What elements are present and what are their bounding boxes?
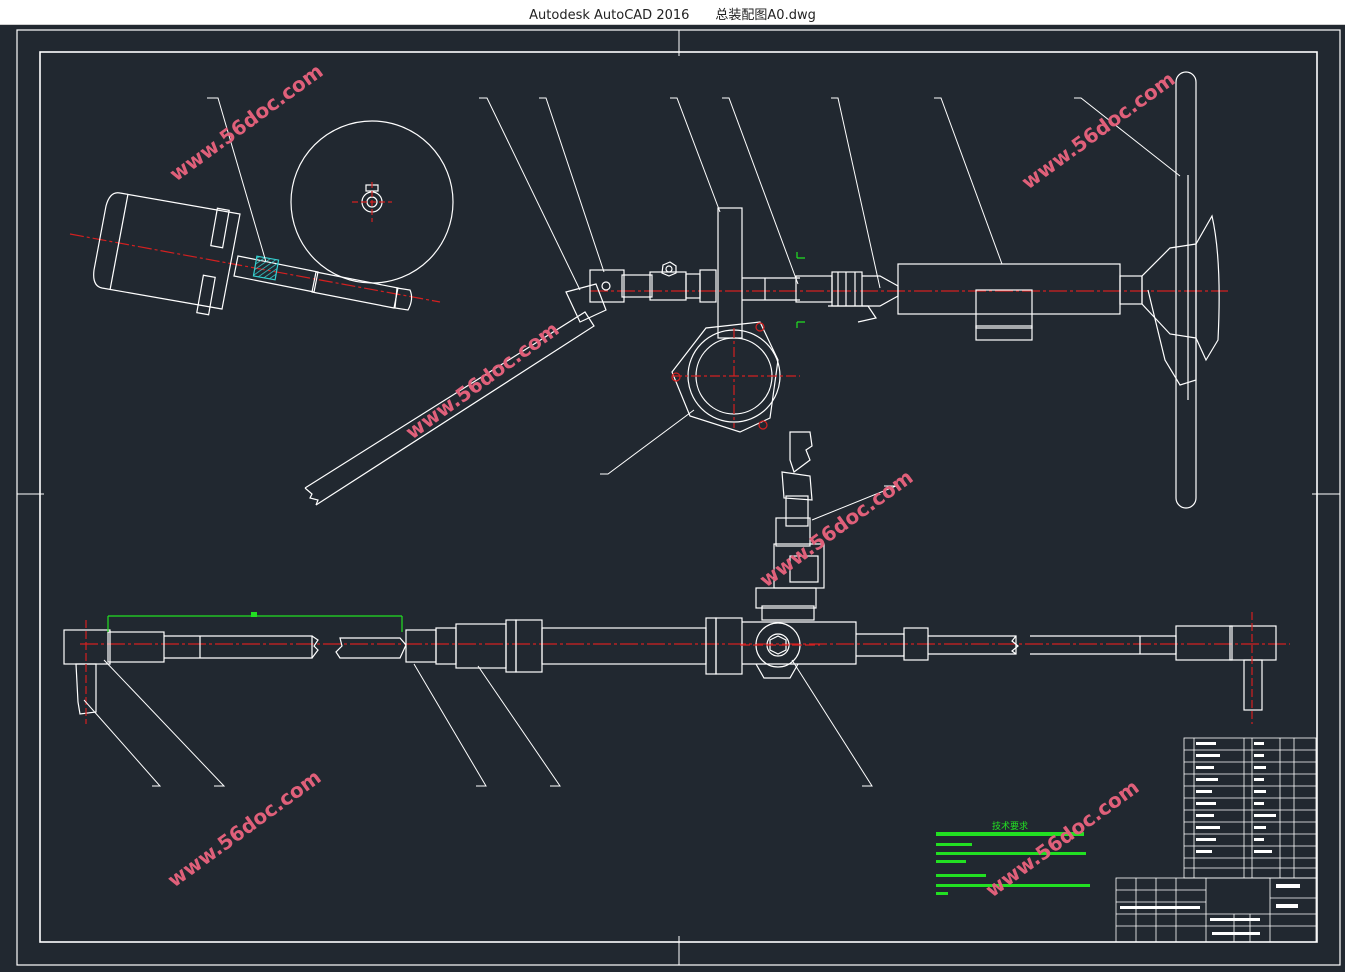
steering-column — [304, 71, 1228, 509]
watermarks: www.56doc.com www.56doc.com www.56doc.co… — [163, 59, 1180, 902]
drawing-frame — [16, 29, 1341, 966]
part-leaders — [83, 97, 1181, 787]
hand-wheel — [290, 120, 454, 284]
watermark-3: www.56doc.com — [401, 317, 564, 444]
watermark-1: www.56doc.com — [165, 59, 328, 186]
tech-req-title: 技术要求 — [992, 820, 1028, 832]
watermark-6: www.56doc.com — [981, 775, 1144, 902]
intermediate-shaft — [755, 431, 825, 621]
parts-list-marks — [1120, 742, 1300, 935]
technical-requirements: 技术要求 — [936, 820, 1090, 895]
drawing-svg: 技术要求 — [16, 29, 1341, 966]
steering-gear-rack — [63, 612, 1290, 724]
parts-list-table — [1115, 737, 1317, 943]
window-title: Autodesk AutoCAD 2016 总装配图A0.dwg — [529, 8, 816, 23]
mounting-flange — [671, 321, 800, 433]
watermark-4: www.56doc.com — [755, 465, 918, 592]
watermark-2: www.56doc.com — [1017, 67, 1180, 194]
window-titlebar: Autodesk AutoCAD 2016 总装配图A0.dwg — [0, 0, 1345, 25]
electric-motor — [69, 192, 441, 316]
drawing-canvas[interactable]: 技术要求 — [0, 24, 1345, 968]
watermark-5: www.56doc.com — [163, 765, 326, 892]
